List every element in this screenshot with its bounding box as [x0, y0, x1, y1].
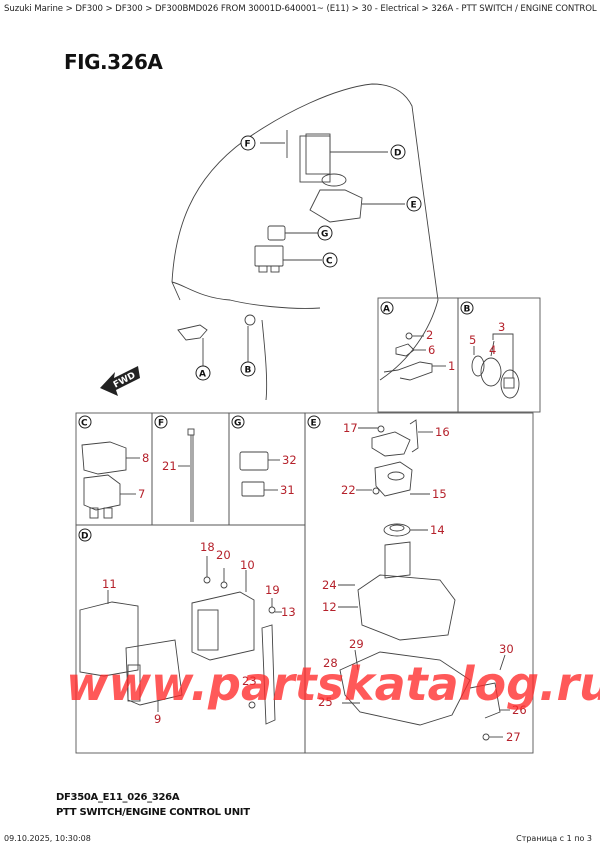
- svg-text:E: E: [311, 419, 317, 429]
- part-21: 21: [162, 459, 177, 473]
- part-32: 32: [282, 453, 297, 467]
- part-20: 20: [216, 548, 231, 562]
- callout-g[interactable]: G: [317, 225, 333, 241]
- box-e-label: E: [307, 415, 321, 429]
- part-27: 27: [506, 730, 521, 744]
- part-31: 31: [280, 483, 295, 497]
- part-6: 6: [428, 343, 435, 357]
- part-2: 2: [426, 328, 433, 342]
- part-3: 3: [498, 320, 505, 334]
- part-13: 13: [281, 605, 296, 619]
- svg-text:C: C: [81, 419, 88, 429]
- part-22: 22: [341, 483, 356, 497]
- print-date: 09.10.2025, 10:30:08: [4, 834, 91, 843]
- part-30: 30: [499, 642, 514, 656]
- svg-text:G: G: [234, 419, 241, 429]
- callout-a[interactable]: A: [195, 365, 211, 381]
- figure-title: FIG.326A: [64, 50, 163, 74]
- part-24: 24: [322, 578, 337, 592]
- engine-cowl-outline: [171, 83, 439, 401]
- svg-text:D: D: [81, 532, 88, 542]
- part-numbers: 2 6 1 5 4 3 8 7 21 32 31 17 16 22 15 14 …: [102, 320, 527, 744]
- overview-callouts: F D E G C A B: [195, 135, 422, 381]
- svg-text:A: A: [383, 305, 390, 315]
- svg-text:F: F: [158, 419, 164, 429]
- part-26: 26: [512, 703, 527, 717]
- part-9: 9: [154, 712, 161, 726]
- callout-f[interactable]: F: [240, 135, 256, 151]
- part-1: 1: [448, 359, 455, 373]
- callout-b[interactable]: B: [240, 361, 256, 377]
- callout-c[interactable]: C: [322, 252, 338, 268]
- part-10: 10: [240, 558, 255, 572]
- svg-text:C: C: [326, 257, 333, 267]
- part-29: 29: [349, 637, 364, 651]
- watermark: www.partskatalog.ru: [66, 657, 600, 711]
- part-23: 23: [242, 674, 257, 688]
- print-page-count: Страница с 1 по 3: [516, 834, 592, 843]
- part-19: 19: [265, 583, 280, 597]
- part-25: 25: [318, 695, 333, 709]
- svg-text:B: B: [245, 366, 252, 376]
- part-17: 17: [343, 421, 358, 435]
- part-8: 8: [142, 451, 149, 465]
- box-d-label: D: [78, 528, 92, 542]
- svg-text:E: E: [411, 201, 417, 211]
- part-7: 7: [138, 487, 145, 501]
- box-c-label: C: [78, 415, 92, 429]
- part-15: 15: [432, 487, 447, 501]
- svg-text:G: G: [321, 230, 328, 240]
- box-a-label: A: [380, 301, 394, 315]
- box-f-label: F: [154, 415, 168, 429]
- part-14: 14: [430, 523, 445, 537]
- callout-e[interactable]: E: [406, 196, 422, 212]
- part-28: 28: [323, 656, 338, 670]
- figure-name: PTT SWITCH/ENGINE CONTROL UNIT: [56, 807, 250, 818]
- svg-text:B: B: [464, 305, 471, 315]
- box-b-label: B: [460, 301, 474, 315]
- fwd-direction-arrow: FWD: [100, 366, 140, 396]
- part-16: 16: [435, 425, 450, 439]
- svg-text:A: A: [199, 370, 206, 380]
- part-18: 18: [200, 540, 215, 554]
- breadcrumb: Suzuki Marine > DF300 > DF300 > DF300BMD…: [4, 4, 600, 14]
- svg-text:D: D: [394, 149, 401, 159]
- svg-text:F: F: [245, 140, 251, 150]
- part-11: 11: [102, 577, 117, 591]
- callout-d[interactable]: D: [390, 144, 406, 160]
- part-12: 12: [322, 600, 337, 614]
- box-g-label: G: [231, 415, 245, 429]
- figure-code: DF350A_E11_026_326A: [56, 792, 180, 803]
- part-4: 4: [489, 343, 496, 357]
- part-5: 5: [469, 333, 476, 347]
